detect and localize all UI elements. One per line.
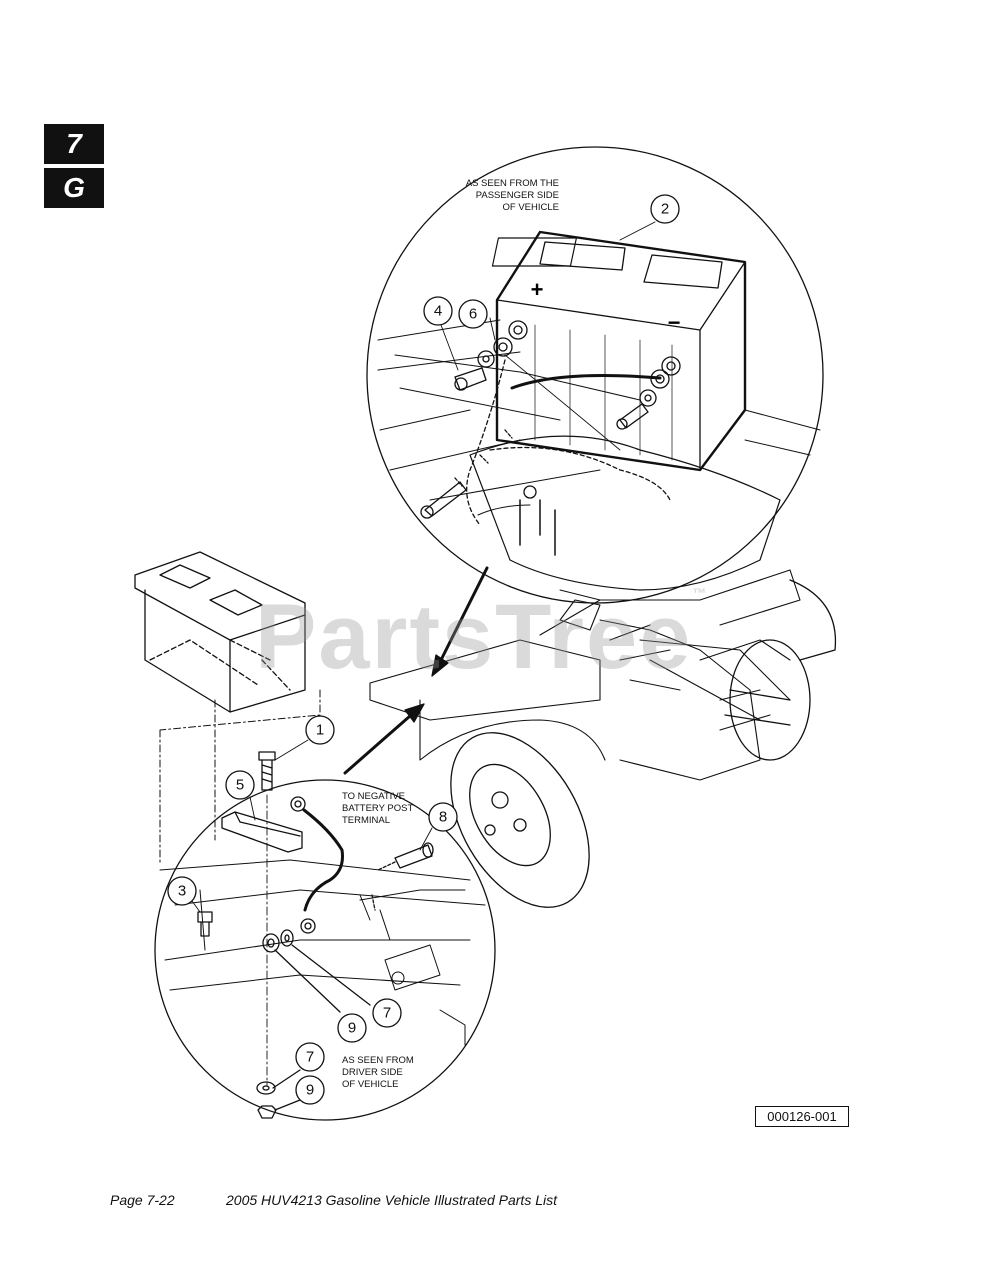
- note-negative-terminal: TO NEGATIVE BATTERY POST TERMINAL: [342, 791, 413, 826]
- callout-7: 7: [306, 1049, 314, 1066]
- hardware-upper: [420, 337, 670, 556]
- callout-6: 6: [469, 306, 477, 323]
- note-driver-side: AS SEEN FROM DRIVER SIDE OF VEHICLE: [342, 1055, 414, 1090]
- callout-1: 1: [316, 722, 324, 739]
- positive-mark: +: [531, 277, 544, 302]
- note-line: TERMINAL: [342, 815, 390, 826]
- front-wheel: [450, 732, 590, 908]
- callout-circles: [167, 194, 680, 1105]
- nut-washer-set: [256, 929, 371, 1119]
- battery-upper: [491, 230, 747, 472]
- watermark-text: PartsTree: [255, 586, 693, 688]
- watermark-logo: PartsTree™: [255, 585, 708, 690]
- frame-rails-upper: [377, 319, 821, 601]
- note-line: OF VEHICLE: [503, 202, 560, 213]
- location-arrow-upper: [438, 566, 489, 664]
- note-line: PASSENGER SIDE: [476, 190, 559, 201]
- footer-document-title: 2005 HUV4213 Gasoline Vehicle Illustrate…: [226, 1192, 557, 1208]
- bolt-1: [258, 751, 276, 1086]
- battery-cables-upper: [466, 354, 671, 526]
- battery-left: [134, 551, 321, 866]
- note-line: AS SEEN FROM THE: [466, 178, 559, 189]
- rear-wheel: [724, 579, 837, 761]
- callout-8: 8: [439, 809, 447, 826]
- driver-side-detail-circle: [154, 779, 496, 1121]
- arrow-head-upper: [431, 654, 449, 677]
- arrow-head-lower: [404, 703, 425, 723]
- note-line: OF VEHICLE: [342, 1079, 399, 1090]
- section-tab-letter: G: [44, 168, 104, 208]
- bolt-3: [197, 911, 213, 937]
- callout-5: 5: [236, 777, 244, 794]
- callout-9: 9: [348, 1020, 356, 1037]
- frame-rails-lower: [159, 859, 486, 1046]
- watermark-trademark: ™: [692, 585, 709, 601]
- callout-3: 3: [178, 883, 186, 900]
- note-line: DRIVER SIDE: [342, 1067, 403, 1078]
- note-passenger-side: AS SEEN FROM THE PASSENGER SIDE OF VEHIC…: [466, 178, 559, 213]
- callout-9: 9: [306, 1082, 314, 1099]
- negative-cable: [290, 796, 344, 934]
- callout-2: 2: [661, 201, 669, 218]
- location-arrow-lower: [343, 714, 412, 775]
- callout-4: 4: [434, 303, 442, 320]
- note-line: AS SEEN FROM: [342, 1055, 414, 1066]
- callout-leaders: [191, 221, 656, 913]
- section-tab-number: 7: [44, 124, 104, 164]
- vehicle-chassis: [369, 569, 801, 781]
- note-line: TO NEGATIVE: [342, 791, 405, 802]
- negative-mark: −: [668, 310, 681, 335]
- footer-page-number: Page 7-22: [110, 1192, 175, 1208]
- bolt-8: [371, 842, 434, 911]
- hold-down-plate: [221, 811, 303, 853]
- note-line: BATTERY POST: [342, 803, 413, 814]
- figure-id-box: 000126-001: [755, 1106, 849, 1127]
- callout-7: 7: [383, 1005, 391, 1022]
